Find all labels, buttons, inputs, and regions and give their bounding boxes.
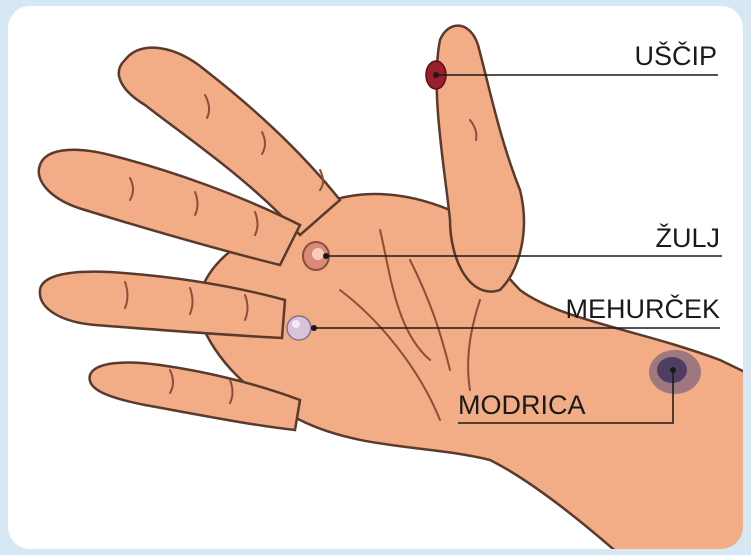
label-blister: MEHURČEK — [565, 293, 720, 324]
label-callus: ŽULJ — [655, 222, 720, 253]
label-bruise: MODRICA — [458, 390, 586, 420]
callus-mark-center — [312, 248, 324, 260]
hand-diagram: UŠČIP ŽULJ MEHURČEK MODRICA — [8, 6, 743, 549]
blister-mark-highlight — [292, 320, 300, 328]
illustration-panel: UŠČIP ŽULJ MEHURČEK MODRICA — [8, 6, 743, 549]
label-pinch: UŠČIP — [634, 40, 717, 71]
blister-mark — [287, 316, 311, 340]
